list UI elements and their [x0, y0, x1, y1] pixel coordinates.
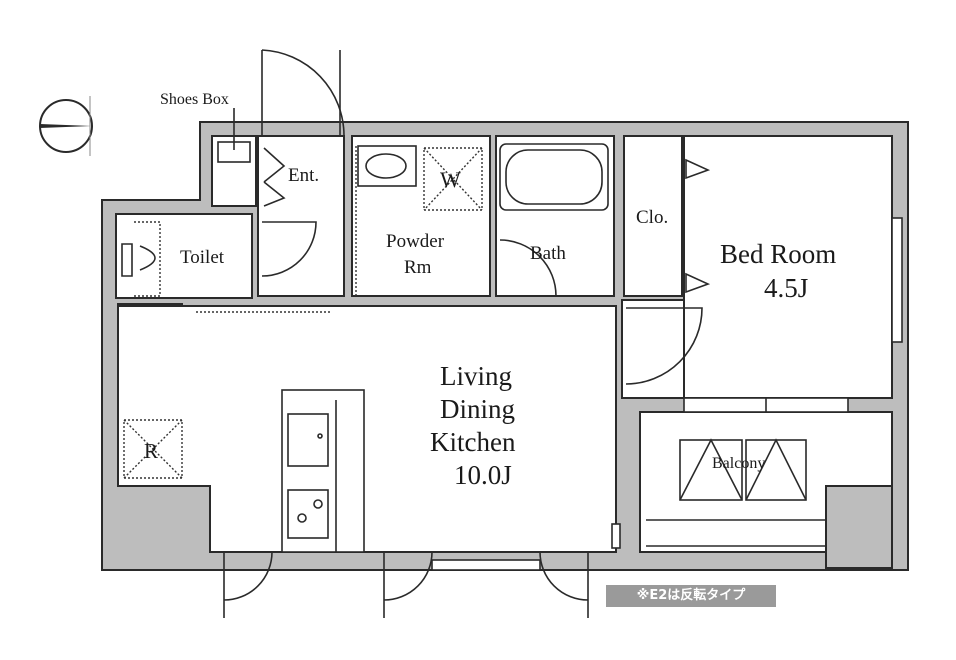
fridge-label: R	[144, 439, 159, 463]
balcony-rail	[646, 519, 826, 547]
ldk-door-2	[383, 551, 433, 618]
fridge-cross	[123, 419, 183, 479]
kitchen-stove	[287, 489, 329, 539]
ldk-size: 10.0J	[454, 460, 512, 490]
fridge-space	[123, 419, 183, 479]
ldk-door-3	[539, 551, 589, 618]
ldk-window	[431, 559, 541, 571]
shoes-box-label: Shoes Box	[160, 91, 229, 108]
kitchen-sink	[287, 413, 329, 467]
toilet-seat	[134, 221, 161, 297]
sink-bowl	[365, 153, 407, 179]
ldk-pillar	[611, 523, 621, 549]
toilet-area	[115, 213, 253, 299]
entrance-area	[257, 135, 345, 297]
powder-room-label-1: Powder	[386, 231, 445, 252]
washer-space	[423, 147, 483, 211]
hall-area	[621, 299, 685, 399]
bath-door	[499, 239, 557, 297]
washer-label: W	[440, 167, 461, 192]
bedroom-size: 4.5J	[764, 273, 809, 303]
toilet-label: Toilet	[180, 247, 225, 268]
toilet-lid	[139, 245, 156, 271]
ent-inner-door	[263, 147, 286, 207]
closet-area	[623, 135, 683, 297]
ac-unit-2-mark	[745, 438, 807, 501]
kitchen-drain	[317, 433, 323, 439]
ac-unit-1	[679, 439, 743, 501]
entrance-door	[261, 49, 345, 137]
ldk-door-1	[223, 551, 273, 618]
reverse-type-note: ※E2は反転タイプ	[606, 585, 776, 607]
balcony-label: Balcony	[712, 455, 766, 472]
closet-door-2	[685, 272, 711, 294]
ldk-label-living: Living	[440, 361, 512, 391]
burner-1	[313, 499, 323, 509]
bedroom-name: Bed Room	[720, 239, 837, 269]
powder-room-label-2: Rm	[404, 257, 432, 278]
north-arrow-icon	[39, 96, 93, 156]
ldk-area	[117, 305, 617, 553]
balcony-corner-wall	[825, 485, 893, 569]
closet-door-1	[685, 158, 711, 180]
ldk-label-dining: Dining	[440, 394, 516, 424]
ac-unit-1-mark	[679, 438, 743, 501]
bedroom-window	[891, 217, 903, 343]
closet-label: Clo.	[636, 207, 669, 228]
toilet-bowl	[121, 243, 133, 277]
bedroom-area	[683, 135, 893, 399]
bedroom-door	[625, 307, 703, 385]
entrance-label: Ent.	[288, 165, 320, 186]
kitchen-counter	[281, 389, 365, 553]
burner-2	[297, 513, 307, 523]
bathtub-inner	[505, 149, 603, 205]
toilet-door	[261, 221, 317, 277]
bathtub	[499, 143, 609, 211]
ac-unit-2	[745, 439, 807, 501]
bath-label: Bath	[530, 243, 566, 264]
ldk-label-kitchen: Kitchen	[430, 427, 516, 457]
